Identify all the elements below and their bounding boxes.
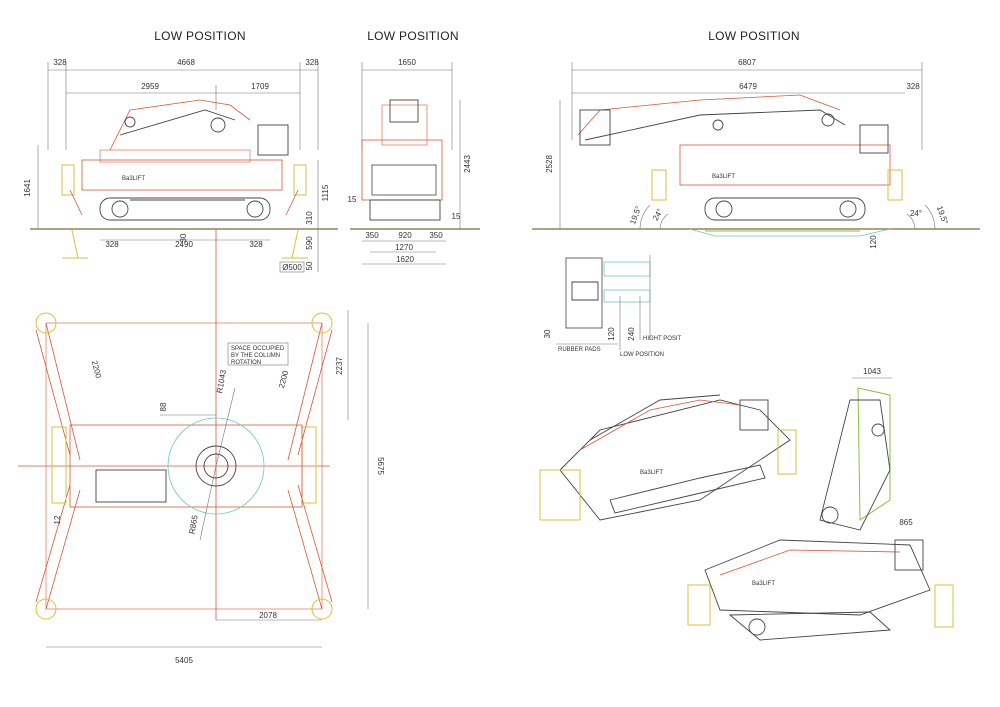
title-front-view: LOW POSITION [367, 29, 459, 43]
dim-overall-length: 4668 [177, 58, 195, 67]
dim-track-length: 2490 [175, 240, 193, 249]
front-dim-track-span: 1270 [395, 243, 413, 252]
iso-view-extended: 1043 865 Ba3LIFT [687, 367, 954, 641]
ext-brand: Ba3LIFT [712, 174, 735, 180]
plan-note-line-2: BY THE COLUMN [231, 353, 280, 359]
dim-height-2: 1115 [321, 184, 330, 201]
dim-outrigger-left: 328 [53, 58, 67, 67]
label-low-position: LOW POSITION [620, 352, 664, 358]
iso-view-folded: Ba3LIFT [539, 394, 797, 521]
plan-dim-height-total: 5675 [376, 457, 385, 475]
dim-outrigger-right: 328 [305, 58, 319, 67]
dim-ground-2: 590 [305, 236, 314, 250]
plan-dim-half-width: 2078 [259, 611, 277, 620]
plan-dim-width-total: 5405 [175, 656, 193, 665]
front-dim-track-left: 350 [365, 231, 379, 240]
plan-dim-arm-right: 2200 [277, 369, 290, 389]
ext-dim-height: 2528 [545, 155, 554, 173]
title-extended-view: LOW POSITION [708, 29, 800, 43]
iso-brand-1: Ba3LIFT [640, 470, 663, 476]
front-dim-overall-width: 1620 [396, 255, 414, 264]
dim-track-right: 328 [249, 240, 263, 249]
side-view: 328 4668 328 2959 1709 1641 1115 310 590… [23, 58, 338, 620]
plan-dim-radius-small: R865 [187, 514, 199, 535]
front-dim-height: 2443 [463, 155, 472, 173]
pad-detail: 30 120 240 RUBBER PADS LOW POSITION HIGH… [543, 255, 682, 358]
iso-brand-2: Ba3LIFT [752, 581, 775, 587]
front-dim-side-left: 15 [348, 195, 357, 204]
front-view: 1650 2443 15 15 350 920 350 1270 1620 [348, 58, 480, 265]
plan-dim-radius-large: R1043 [215, 369, 228, 394]
front-dim-track-right: 350 [429, 231, 443, 240]
front-dim-side-right: 15 [452, 212, 461, 221]
dim-height: 1641 [23, 179, 32, 197]
front-dim-track-mid: 920 [398, 231, 412, 240]
side-brand: Ba3LIFT [122, 176, 145, 182]
dim-front-section: 2959 [141, 82, 159, 91]
plan-dim-88: 88 [159, 402, 168, 411]
ext-dim-rear: 328 [906, 82, 920, 91]
ext-dim-overall: 6807 [738, 58, 756, 67]
title-side-view: LOW POSITION [154, 29, 246, 43]
extended-view: 6807 6479 328 2528 Ba3LIFT 19,5° 24° [532, 58, 980, 249]
plan-dim-12: 12 [53, 515, 62, 524]
ext-dim-ground: 120 [869, 235, 878, 249]
plan-note-line-1: SPACE OCCUPIED [231, 346, 285, 352]
dim-rear-section: 1709 [251, 82, 269, 91]
ext-angle-right-1: 24° [910, 209, 922, 218]
pad-dim-240: 240 [627, 327, 636, 341]
dim-pad-diameter: Ø500 [282, 263, 302, 272]
front-dim-width: 1650 [398, 58, 416, 67]
pad-dim-30: 30 [543, 329, 552, 338]
plan-dim-offset: 2237 [335, 357, 344, 375]
ext-dim-boom: 6479 [739, 82, 757, 91]
dim-track-left: 328 [105, 240, 119, 249]
iso-dim-side: 865 [899, 518, 913, 527]
ext-angle-right-2: 19,5° [935, 205, 950, 226]
plan-note-line-3: ROTATION [231, 360, 261, 366]
pad-dim-120: 120 [607, 327, 616, 341]
plan-view: 2200 2200 2237 5675 88 R1043 R865 12 207… [18, 310, 385, 665]
dim-ground-1: 310 [305, 211, 314, 225]
plan-dim-arm-left: 2200 [90, 360, 103, 380]
dim-ground-3: 50 [305, 261, 314, 270]
iso-dim-top: 1043 [863, 367, 881, 376]
dim-clearance: 30 [179, 233, 188, 242]
label-rubber-pads: RUBBER PADS [558, 347, 601, 353]
label-high-position: HIGHT POSIT [643, 336, 682, 342]
